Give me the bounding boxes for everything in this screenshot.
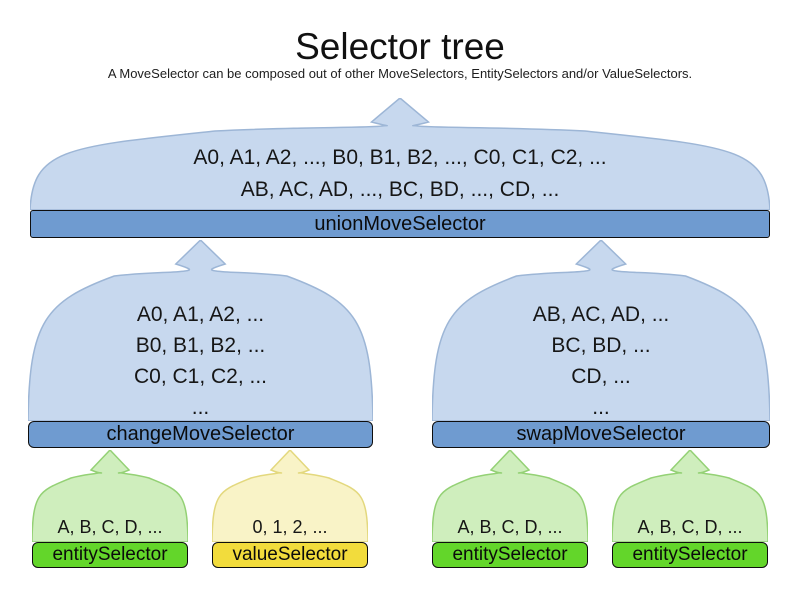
entity3-cloud-shape xyxy=(612,450,768,542)
value-line: AB, AC, AD, ..., BC, BD, ..., CD, ... xyxy=(240,178,560,201)
cloud-arrow-path xyxy=(28,240,373,421)
value1-cloud-values: 0, 1, 2, ... xyxy=(212,516,368,538)
entity2-cloud-values: A, B, C, D, ... xyxy=(432,516,588,538)
value-line: A0, A1, A2, ..., B0, B1, B2, ..., C0, C1… xyxy=(193,146,607,169)
swap-bar: swapMoveSelector xyxy=(432,421,770,448)
value-line: B0, B1, B2, ... xyxy=(135,334,266,357)
swap-cloud-values: AB, AC, AD, ... BC, BD, ... CD, ... ... xyxy=(432,299,770,423)
entity1-bar-label: entitySelector xyxy=(52,544,168,565)
page-subtitle: A MoveSelector can be composed out of ot… xyxy=(107,66,693,81)
entity3-bar-label: entitySelector xyxy=(632,544,748,565)
entity3-cloud-values: A, B, C, D, ... xyxy=(612,516,768,538)
change-bar: changeMoveSelector xyxy=(28,421,373,448)
value-line: A, B, C, D, ... xyxy=(57,517,163,537)
entity2-cloud-shape xyxy=(432,450,588,542)
union-bar: unionMoveSelector xyxy=(30,210,770,238)
cloud-arrow-path xyxy=(432,240,770,421)
change-bar-label: changeMoveSelector xyxy=(106,423,295,445)
cloud-arrow-path xyxy=(30,98,770,210)
value-line: BC, BD, ... xyxy=(551,334,651,357)
swap-cloud-shape xyxy=(432,240,770,421)
entity1-bar: entitySelector xyxy=(32,542,188,568)
cloud-arrow-path xyxy=(432,450,588,542)
cloud-arrow-path xyxy=(32,450,188,542)
entity2-bar-label: entitySelector xyxy=(452,544,568,565)
change-cloud-shape xyxy=(28,240,373,421)
entity2-bar: entitySelector xyxy=(432,542,588,568)
value-line: AB, AC, AD, ... xyxy=(532,303,670,326)
value-line: A, B, C, D, ... xyxy=(457,517,563,537)
cloud-arrow-path xyxy=(612,450,768,542)
value-line: C0, C1, C2, ... xyxy=(133,365,268,388)
union-cloud-values: A0, A1, A2, ..., B0, B1, B2, ..., C0, C1… xyxy=(30,142,770,206)
swap-bar-label: swapMoveSelector xyxy=(516,423,686,445)
value-line: A0, A1, A2, ... xyxy=(136,303,265,326)
value-line: A, B, C, D, ... xyxy=(637,517,743,537)
entity3-bar: entitySelector xyxy=(612,542,768,568)
page-title: Selector tree xyxy=(295,26,505,67)
value-line: ... xyxy=(191,396,210,419)
value1-bar: valueSelector xyxy=(212,542,368,568)
value-line: 0, 1, 2, ... xyxy=(252,517,328,537)
entity1-cloud-shape xyxy=(32,450,188,542)
value-line: ... xyxy=(592,396,610,419)
union-bar-label: unionMoveSelector xyxy=(314,212,486,235)
cloud-arrow-path xyxy=(212,450,368,542)
change-cloud-values: A0, A1, A2, ... B0, B1, B2, ... C0, C1, … xyxy=(28,299,373,423)
entity1-cloud-values: A, B, C, D, ... xyxy=(32,516,188,538)
value1-bar-label: valueSelector xyxy=(232,544,348,565)
value-line: CD, ... xyxy=(571,365,631,388)
value1-cloud-shape xyxy=(212,450,368,542)
union-cloud-shape xyxy=(30,98,770,210)
